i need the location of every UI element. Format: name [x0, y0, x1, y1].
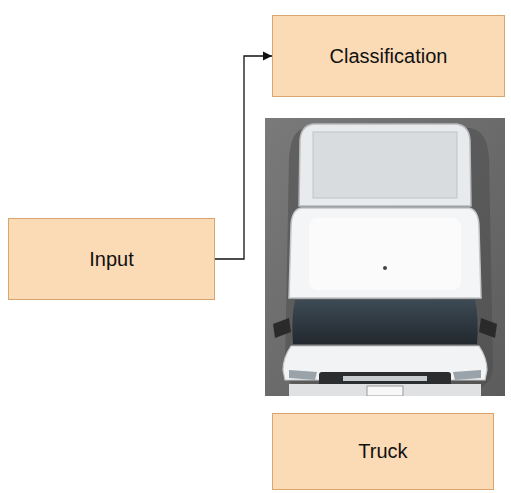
process-box: Classification [272, 15, 505, 97]
process-box: Input [8, 218, 215, 300]
box-label: Truck [358, 440, 407, 463]
process-box: Truck [272, 413, 494, 490]
truck-photo [265, 118, 505, 396]
box-label: Classification [330, 45, 448, 68]
box-label: Input [89, 248, 133, 271]
elbow-arrow [215, 52, 272, 260]
